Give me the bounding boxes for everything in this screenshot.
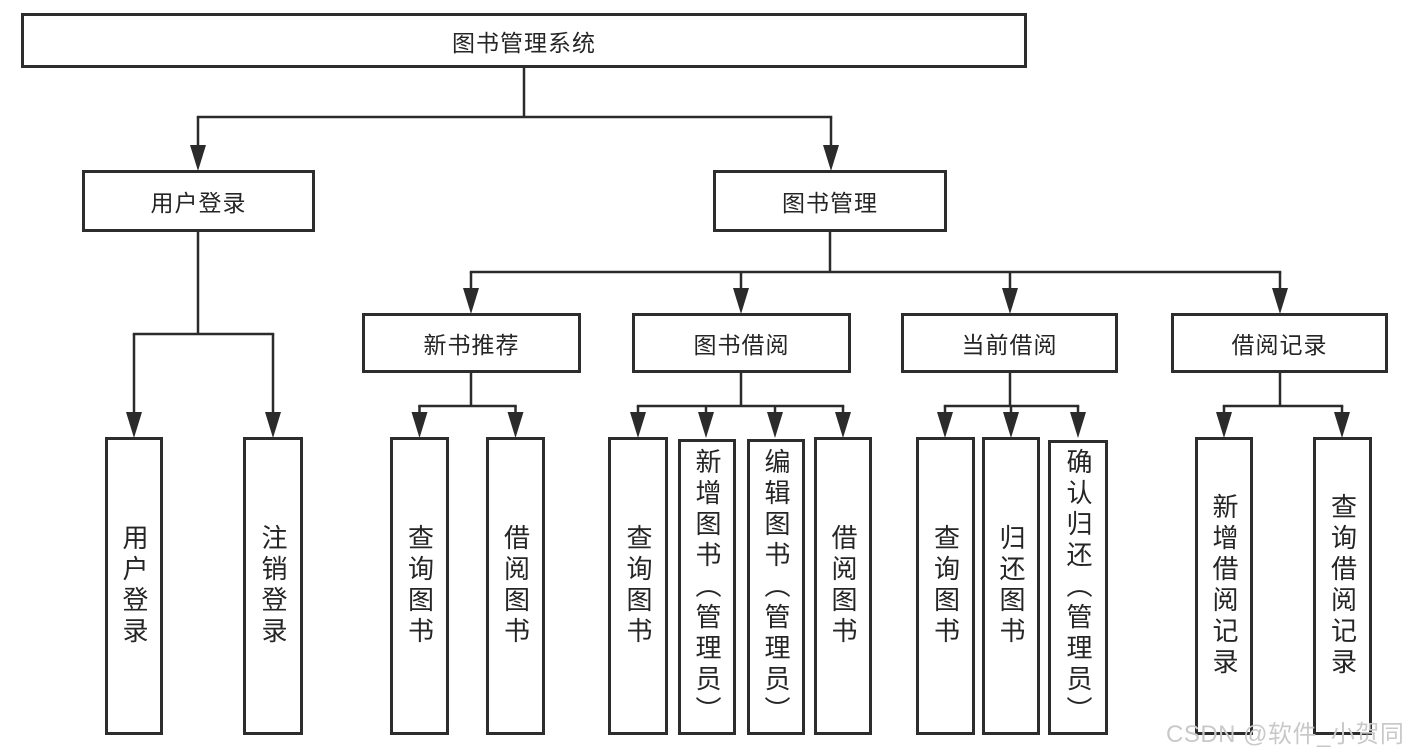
leaf-cb-return-books: 归还图书 xyxy=(982,437,1040,735)
leaf-bb-borrow-books: 借阅图书 xyxy=(814,437,872,735)
leaf-cb-confirm-return-admin: 确认归还（管理员） xyxy=(1048,440,1108,735)
node-label: 图书管理 xyxy=(782,190,878,216)
node-label: 注销登录 xyxy=(258,524,288,648)
node-borrowing-records: 借阅记录 xyxy=(1171,313,1388,373)
node-book-borrowing: 图书借阅 xyxy=(632,313,851,373)
node-label: 借阅图书 xyxy=(828,524,858,648)
leaf-nbr-borrow-books: 借阅图书 xyxy=(486,437,545,735)
leaf-br-query-record: 查询借阅记录 xyxy=(1313,437,1372,735)
node-label: 图书管理系统 xyxy=(452,29,596,56)
node-current-borrowing: 当前借阅 xyxy=(901,313,1118,373)
node-label: 确认归还（管理员） xyxy=(1063,448,1093,727)
node-new-book-recommend: 新书推荐 xyxy=(362,313,581,373)
node-label: 查询借阅记录 xyxy=(1327,493,1358,679)
node-label: 用户登录 xyxy=(150,190,247,216)
node-label: 借阅记录 xyxy=(1231,332,1328,358)
leaf-nbr-query-books: 查询图书 xyxy=(390,437,449,735)
node-user-login: 用户登录 xyxy=(82,170,315,232)
node-label: 用户登录 xyxy=(119,524,149,648)
node-label: 借阅图书 xyxy=(500,524,531,648)
node-root-system: 图书管理系统 xyxy=(21,13,1027,68)
leaf-br-add-record: 新增借阅记录 xyxy=(1195,437,1253,735)
node-label: 归还图书 xyxy=(996,524,1026,648)
node-label: 查询图书 xyxy=(623,524,653,648)
node-label: 查询图书 xyxy=(930,524,961,648)
node-label: 新增借阅记录 xyxy=(1209,493,1239,679)
node-label: 当前借阅 xyxy=(961,332,1058,358)
node-book-management: 图书管理 xyxy=(713,170,947,232)
leaf-bb-query-books: 查询图书 xyxy=(608,437,668,735)
leaf-bb-edit-books-admin: 编辑图书（管理员） xyxy=(747,439,805,735)
node-label: 编辑图书（管理员） xyxy=(761,447,791,727)
leaf-user-login: 用户登录 xyxy=(105,437,163,735)
leaf-cb-query-books: 查询图书 xyxy=(916,437,975,735)
csdn-watermark: CSDN @软件_小贺同学 xyxy=(1166,721,1405,747)
node-label: 查询图书 xyxy=(404,524,435,648)
leaf-logout: 注销登录 xyxy=(243,437,303,735)
node-label: 新书推荐 xyxy=(423,332,520,358)
node-label: 新增图书（管理员） xyxy=(692,447,722,727)
leaf-bb-add-books-admin: 新增图书（管理员） xyxy=(678,439,736,735)
node-label: 图书借阅 xyxy=(693,332,790,358)
